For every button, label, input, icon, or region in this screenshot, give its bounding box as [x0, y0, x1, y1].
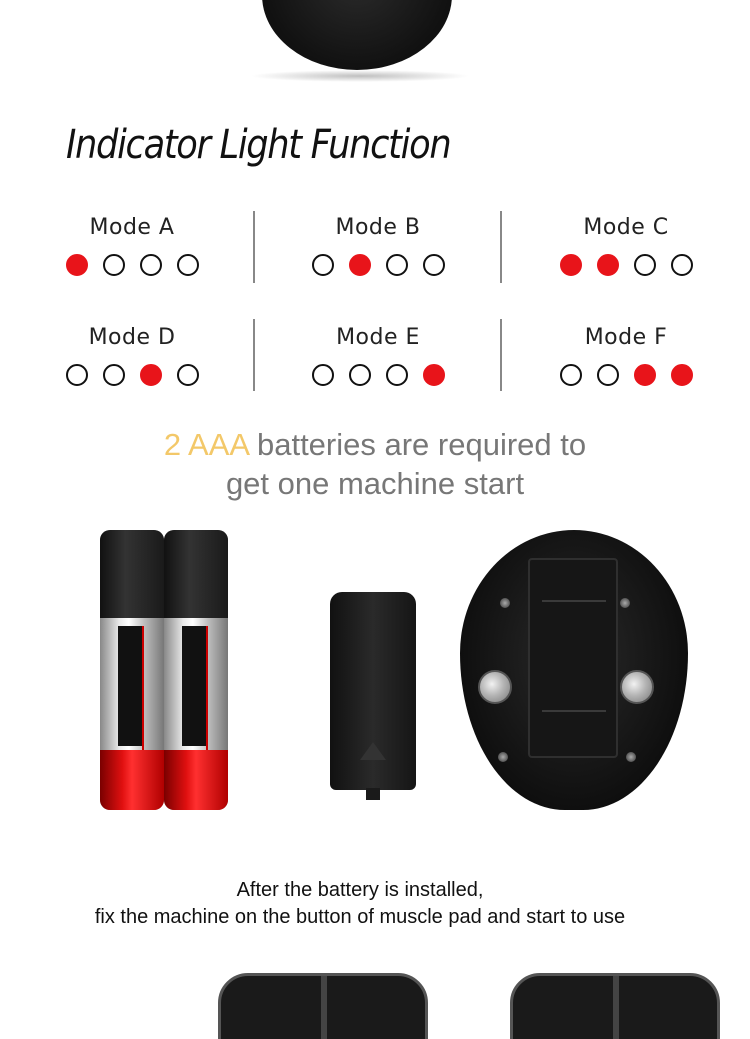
battery-cover-image [330, 592, 416, 800]
mode-label: Mode F [584, 325, 668, 350]
device-top-shadow [250, 70, 470, 82]
light-on-icon [65, 254, 88, 276]
snap-button-right [620, 670, 654, 704]
divider [500, 211, 502, 283]
device-top-image [262, 0, 452, 70]
page-title: Indicator Light Function [66, 122, 452, 168]
light-on-icon [596, 254, 619, 276]
light-off-icon [385, 364, 408, 386]
light-off-icon [633, 254, 656, 276]
install-note-line2: fix the machine on the button of muscle … [94, 906, 626, 928]
mode-label: Mode B [335, 215, 421, 240]
light-off-icon [311, 364, 334, 386]
light-on-icon [422, 364, 445, 386]
divider [500, 319, 502, 391]
light-off-icon [176, 364, 199, 386]
light-on-icon [348, 254, 371, 276]
light-off-icon [311, 254, 334, 276]
indicator-lights [526, 364, 726, 386]
indicator-lights [32, 364, 232, 386]
light-off-icon [385, 254, 408, 276]
mode-d: Mode D [32, 325, 232, 386]
install-note-line1: After the battery is installed, [236, 879, 484, 901]
mode-b: Mode B [278, 215, 478, 276]
mode-c: Mode C [526, 215, 726, 276]
aaa-batteries-image [100, 530, 240, 810]
mode-label: Mode C [583, 215, 669, 240]
battery [100, 530, 164, 810]
light-off-icon [670, 254, 693, 276]
battery-note-line1: 2 AAA batteries are required to [0, 427, 750, 463]
screw [620, 598, 630, 608]
light-off-icon [596, 364, 619, 386]
mode-grid: Mode A Mode B Mode C Mode D Mode E Mode … [0, 205, 750, 405]
light-off-icon [176, 254, 199, 276]
light-on-icon [633, 364, 656, 386]
screw [500, 598, 510, 608]
mode-a: Mode A [32, 215, 232, 276]
battery-count-highlight: 2 AAA [163, 427, 249, 462]
light-off-icon [102, 364, 125, 386]
light-on-icon [139, 364, 162, 386]
indicator-lights [32, 254, 232, 276]
arrow-up-icon [360, 742, 386, 760]
screw [498, 752, 508, 762]
indicator-lights [526, 254, 726, 276]
light-off-icon [102, 254, 125, 276]
mode-label: Mode D [88, 325, 176, 350]
muscle-pad-image [510, 973, 720, 1039]
light-off-icon [139, 254, 162, 276]
light-on-icon [559, 254, 582, 276]
light-on-icon [670, 364, 693, 386]
mode-label: Mode A [89, 215, 175, 240]
device-back-image [460, 530, 688, 810]
light-off-icon [65, 364, 88, 386]
battery [164, 530, 228, 810]
battery-bay [528, 558, 618, 758]
divider [253, 211, 255, 283]
battery-note-rest: batteries are required to [248, 427, 587, 462]
light-off-icon [559, 364, 582, 386]
indicator-lights [278, 254, 478, 276]
divider [253, 319, 255, 391]
muscle-pad-image [218, 973, 428, 1039]
mode-f: Mode F [526, 325, 726, 386]
light-off-icon [348, 364, 371, 386]
light-off-icon [422, 254, 445, 276]
battery-note-line2: get one machine start [225, 466, 525, 501]
snap-button-left [478, 670, 512, 704]
indicator-lights [278, 364, 478, 386]
screw [626, 752, 636, 762]
mode-label: Mode E [336, 325, 420, 350]
mode-e: Mode E [278, 325, 478, 386]
